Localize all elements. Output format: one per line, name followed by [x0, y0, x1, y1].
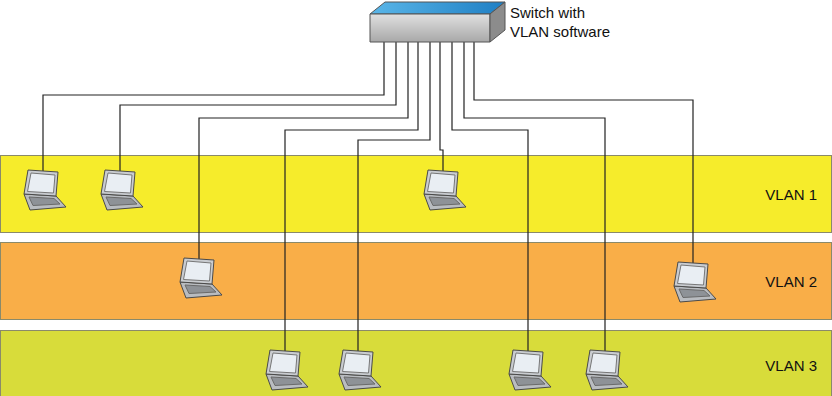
laptop-icons [24, 170, 716, 390]
cable-wire [440, 42, 443, 172]
vlan-label: VLAN 1 [765, 185, 817, 204]
vlan-band: VLAN 2 [0, 242, 832, 320]
cable-wires [43, 42, 693, 352]
cable-wire [43, 42, 384, 172]
cable-wire [474, 42, 693, 264]
switch-symbol [370, 2, 505, 42]
cable-wire [285, 42, 418, 352]
vlan-band: VLAN 3 [0, 330, 832, 396]
cable-wire [120, 42, 396, 172]
vlan-label: VLAN 2 [765, 272, 817, 291]
vlan-label: VLAN 3 [765, 356, 817, 375]
cable-wire [464, 42, 605, 352]
switch-label: Switch with VLAN software [510, 3, 626, 41]
cable-wire [358, 42, 430, 352]
cable-wire [199, 42, 408, 260]
